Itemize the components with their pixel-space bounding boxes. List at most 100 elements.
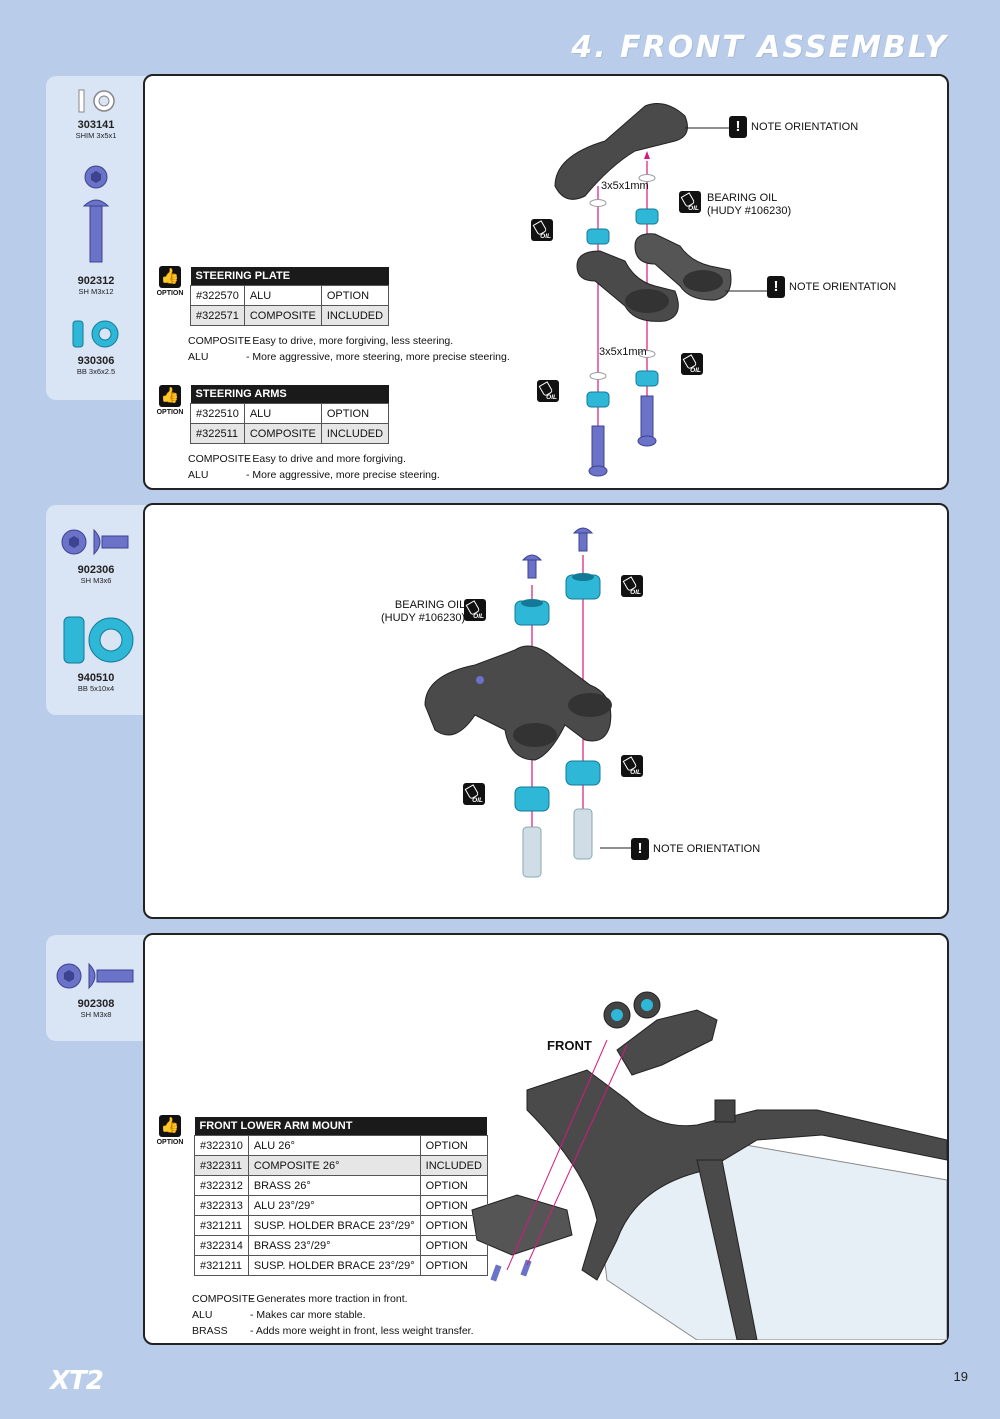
exclamation-icon: ! (767, 276, 785, 298)
material: ALU (243, 403, 322, 424)
page-title: 4. FRONT ASSEMBLY (571, 30, 948, 65)
parts-list-3: 902308 SH M3x8 (46, 935, 146, 1041)
table-row: #322570 ALU OPTION (190, 285, 390, 306)
callout-text: BEARING OIL (707, 192, 778, 204)
option-label: OPTION (156, 1139, 184, 1146)
part-number: 902308 (77, 998, 115, 1010)
part-number: 303141 (77, 119, 115, 131)
note-text: - More aggressive, more steering, more p… (246, 351, 510, 363)
bearing-icon (72, 320, 119, 348)
status: OPTION (320, 403, 390, 424)
note-key: COMPOSITE (192, 1293, 256, 1305)
brand-logo: XT2 (50, 1366, 104, 1396)
part-screw: 902312 SH M3x12 (46, 162, 146, 296)
note-text: - Makes car more stable. (250, 1309, 366, 1321)
exclamation-icon: ! (631, 838, 649, 860)
steering-plate-table: STEERING PLATE #322570 ALU OPTION #32257… (190, 267, 390, 326)
oil-icon: OIL (621, 755, 643, 777)
exclamation-icon: ! (729, 116, 747, 138)
thumbs-up-icon: 👍 (159, 1115, 181, 1137)
screw-icon (56, 962, 134, 990)
callout-text: (HUDY #106230) (381, 612, 466, 624)
steering-arms-table: STEERING ARMS #322510 ALU OPTION #322511… (190, 385, 390, 444)
note-orientation-callout: ! NOTE ORIENTATION (729, 116, 858, 138)
callout-text: BEARING OIL (394, 599, 466, 611)
part-bearing: 940510 BB 5x10x4 (46, 613, 146, 693)
table-title: FRONT LOWER ARM MOUNT (194, 1117, 488, 1136)
part-code: #322511 (190, 423, 245, 444)
table-row: #322511 COMPOSITE INCLUDED (190, 423, 390, 444)
table-row: #322571 COMPOSITE INCLUDED (190, 305, 390, 326)
option-label: OPTION (156, 409, 184, 416)
thumbs-up-icon: 👍 (159, 266, 181, 288)
note-orientation-callout: ! NOTE ORIENTATION (631, 838, 760, 860)
part-screw: 902308 SH M3x8 (46, 959, 146, 1019)
callout-text: (HUDY #106230) (707, 205, 792, 217)
note-text: - Easy to drive, more forgiving, less st… (246, 335, 454, 347)
note-text: - Easy to drive and more forgiving. (246, 453, 406, 465)
part-code: #322510 (190, 403, 245, 424)
part-number: 940510 (77, 672, 115, 684)
step-panel-1: 👍 OPTION STEERING PLATE #322570 ALU OPTI… (143, 74, 949, 490)
note-orientation-callout: ! NOTE ORIENTATION (767, 276, 896, 298)
note-key: COMPOSITE (188, 453, 252, 465)
note-key: COMPOSITE (188, 335, 252, 347)
chassis-assembly-diagram (471, 991, 947, 1340)
steering-block-diagram (424, 527, 645, 878)
note-key: ALU (188, 469, 209, 481)
part-screw: 902306 SH M3x6 (46, 525, 146, 585)
callout-text: NOTE ORIENTATION (653, 842, 761, 855)
front-label: FRONT (547, 1038, 592, 1053)
note-text: - Adds more weight in front, less weight… (250, 1325, 474, 1337)
steering-plate-notes: COMPOSITE- Easy to drive, more forgiving… (188, 333, 510, 365)
status: INCLUDED (320, 423, 390, 444)
page-number: 19 (953, 1369, 968, 1384)
oil-icon: OIL (537, 380, 559, 402)
part-code: #322570 (190, 285, 245, 306)
callout-text: NOTE ORIENTATION (751, 120, 859, 133)
parts-list-2: 902306 SH M3x6 940510 BB 5x10x4 (46, 505, 146, 715)
thumbs-up-icon: 👍 (159, 385, 181, 407)
note-text: - Generates more traction in front. (250, 1293, 408, 1305)
bearing-oil-callout: BEARING OIL (HUDY #106230) (707, 192, 791, 218)
shim-icon (78, 89, 115, 113)
option-badge: 👍 OPTION (155, 385, 185, 416)
option-label: OPTION (156, 290, 184, 297)
oil-icon: OIL (679, 191, 701, 213)
material: COMPOSITE (243, 423, 322, 444)
part-desc: BB 3x6x2.5 (76, 367, 116, 376)
part-desc: SH M3x6 (80, 576, 112, 585)
oil-icon: OIL (531, 219, 553, 241)
option-badge: 👍 OPTION (155, 1115, 185, 1146)
material: COMPOSITE (243, 305, 322, 326)
oil-icon: OIL (621, 575, 643, 597)
status: INCLUDED (320, 305, 390, 326)
part-number: 902306 (77, 564, 115, 576)
status: OPTION (320, 285, 390, 306)
material: ALU (243, 285, 322, 306)
bearing-oil-callout: BEARING OIL (HUDY #106230) (381, 599, 465, 625)
parts-list-1: 303141 SHIM 3x5x1 902312 SH M3x12 930306… (46, 76, 146, 400)
steering-assembly-diagram (554, 103, 770, 477)
shim-size-label: 3x5x1mm (601, 180, 649, 192)
callout-text: NOTE ORIENTATION (789, 280, 897, 293)
step-panel-3: FRONT 👍 OPTION FRONT LOWER ARM MOUNT #32… (143, 933, 949, 1345)
screw-icon (61, 528, 129, 556)
steering-arms-notes: COMPOSITE- Easy to drive and more forgiv… (188, 451, 440, 483)
note-key: BRASS (192, 1325, 228, 1337)
part-shim: 303141 SHIM 3x5x1 (46, 88, 146, 140)
part-bearing: 930306 BB 3x6x2.5 (46, 318, 146, 376)
table-title: STEERING ARMS (190, 385, 389, 404)
part-number: 930306 (77, 355, 115, 367)
shim-size-label: 3x5x1mm (599, 346, 647, 358)
oil-icon: OIL (681, 353, 703, 375)
oil-icon: OIL (464, 599, 486, 621)
bearing-icon (63, 616, 134, 664)
